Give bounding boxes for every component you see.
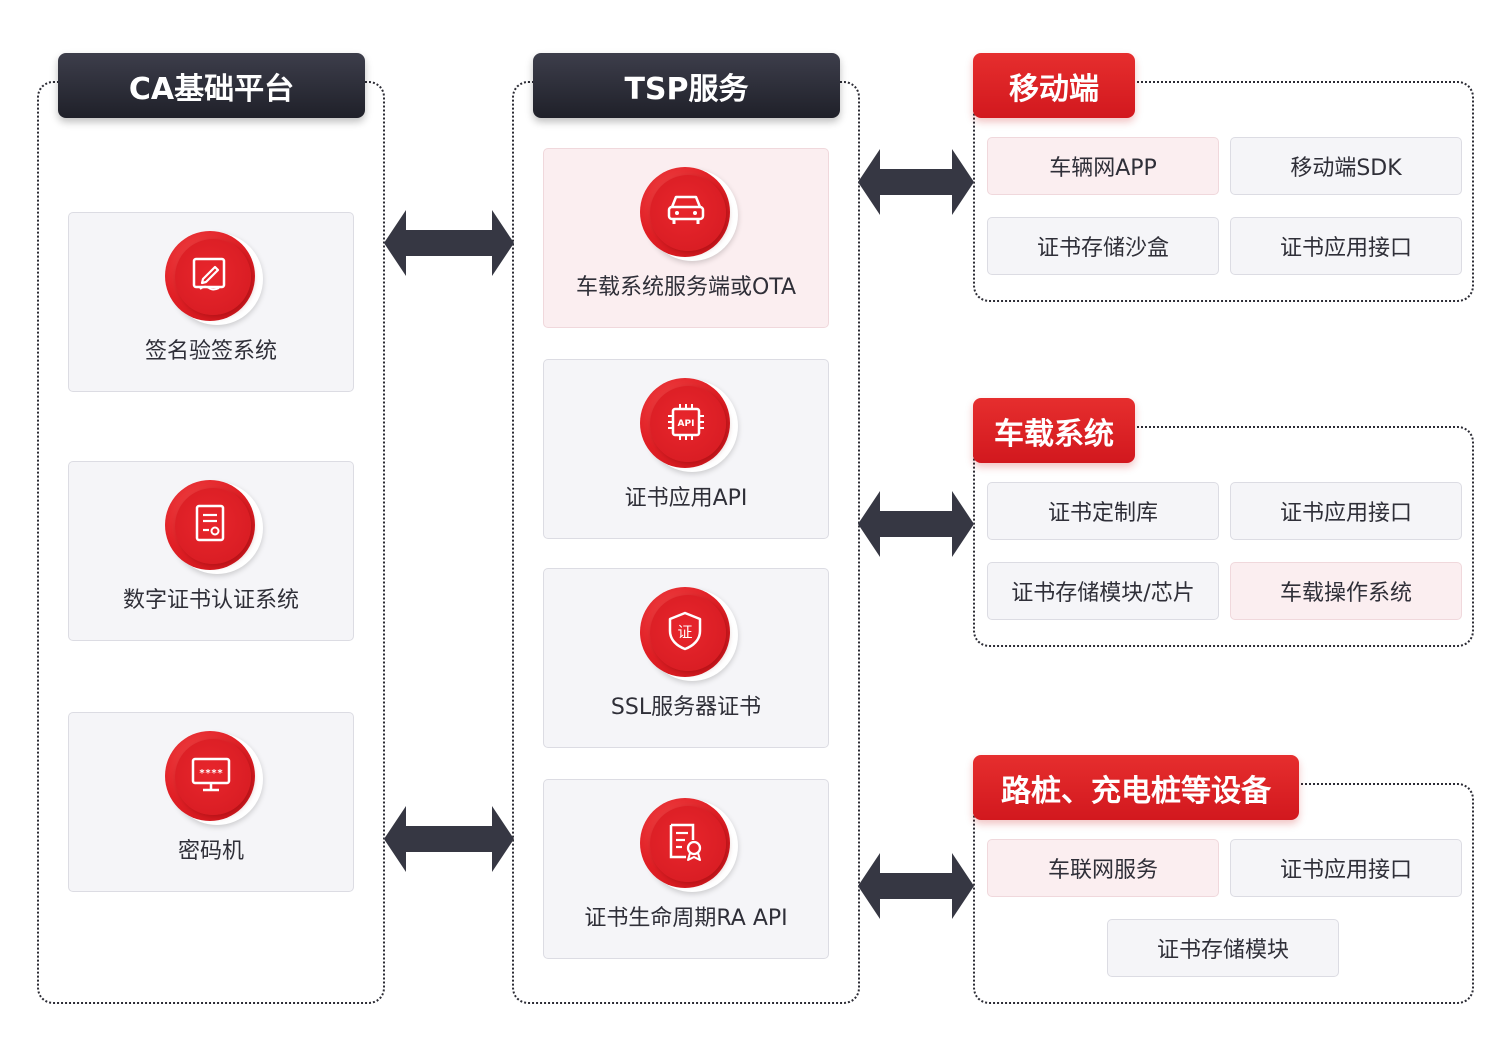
ca-platform-title: CA基础平台	[58, 53, 365, 118]
tsp-service-title: TSP服务	[533, 53, 840, 118]
mobile-item-sandbox: 证书存储沙盒	[987, 217, 1219, 275]
vehicle-item-storage-chip: 证书存储模块/芯片	[987, 562, 1219, 620]
vehicle-item-cert-interface: 证书应用接口	[1230, 482, 1462, 540]
double-arrow-tsp-devices	[858, 853, 974, 919]
tsp-card-ssl-cert: 证 SSL服务器证书	[543, 568, 829, 748]
car-icon	[640, 167, 740, 263]
certificate-doc-icon	[165, 480, 265, 576]
ca-card-label: 签名验签系统	[144, 339, 277, 364]
cert-award-icon	[640, 798, 740, 894]
mobile-title: 移动端	[973, 53, 1135, 118]
tsp-card-cert-api: API 证书应用API	[543, 359, 829, 539]
ca-card-label: 密码机	[177, 839, 244, 864]
vehicle-system-title: 车载系统	[973, 398, 1135, 463]
vehicle-item-os: 车载操作系统	[1230, 562, 1462, 620]
tsp-card-ra-api: 证书生命周期RA API	[543, 779, 829, 959]
double-arrow-ca-tsp-bottom	[384, 806, 514, 872]
double-arrow-ca-tsp-top	[384, 210, 514, 276]
devices-item-storage-module: 证书存储模块	[1107, 919, 1339, 977]
svg-text:****: ****	[199, 768, 223, 779]
mobile-group	[973, 81, 1474, 302]
devices-item-cert-interface: 证书应用接口	[1230, 839, 1462, 897]
password-terminal-icon: ****	[165, 731, 265, 827]
tsp-card-label: SSL服务器证书	[610, 695, 762, 720]
ca-card-cert-auth: 数字证书认证系统	[68, 461, 354, 641]
mobile-item-cert-interface: 证书应用接口	[1230, 217, 1462, 275]
tsp-card-label: 证书应用API	[624, 486, 748, 511]
shield-cert-text: 证	[677, 623, 692, 641]
double-arrow-tsp-vehicle	[858, 491, 974, 557]
tsp-card-label: 车载系统服务端或OTA	[575, 275, 797, 300]
sign-edit-icon	[165, 231, 265, 327]
ca-card-cipher-machine: **** 密码机	[68, 712, 354, 892]
api-chip-icon: API	[640, 378, 740, 474]
cert-shield-icon: 证	[640, 587, 740, 683]
mobile-item-sdk: 移动端SDK	[1230, 137, 1462, 195]
devices-item-iov-service: 车联网服务	[987, 839, 1219, 897]
ca-card-sign-verify: 签名验签系统	[68, 212, 354, 392]
tsp-card-ota: 车载系统服务端或OTA	[543, 148, 829, 328]
vehicle-system-group	[973, 426, 1474, 647]
double-arrow-tsp-mobile	[858, 149, 974, 215]
vehicle-item-custom-lib: 证书定制库	[987, 482, 1219, 540]
ca-card-label: 数字证书认证系统	[122, 588, 299, 613]
tsp-card-label: 证书生命周期RA API	[584, 906, 788, 931]
api-chip-text: API	[678, 419, 695, 429]
devices-title: 路桩、充电桩等设备	[973, 755, 1299, 820]
mobile-item-vehicle-app: 车辆网APP	[987, 137, 1219, 195]
